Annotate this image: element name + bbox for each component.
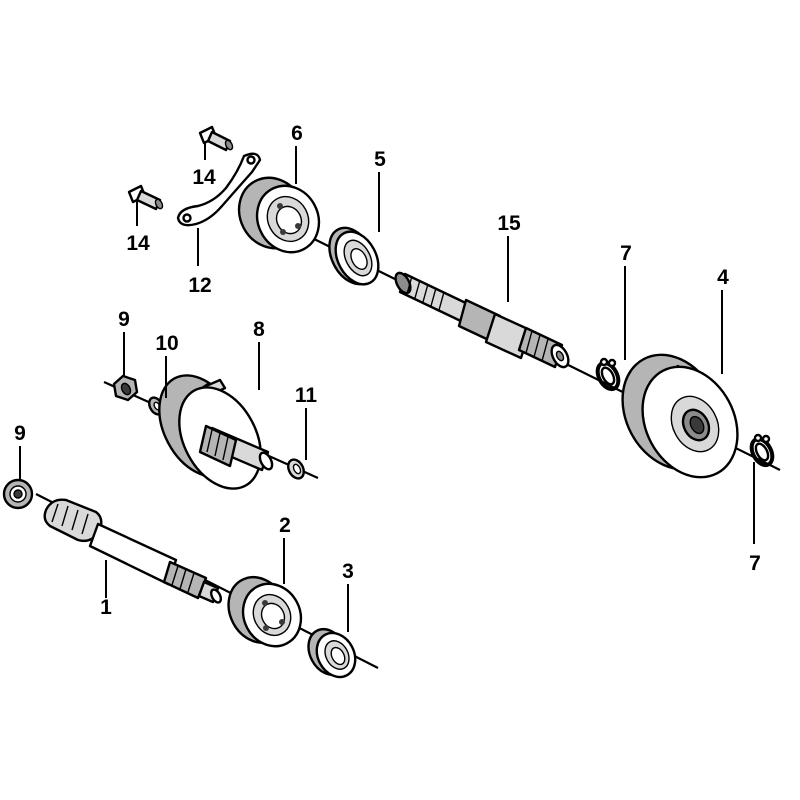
label-part-10: 9 — [118, 308, 130, 331]
label-part-8: 8 — [253, 318, 265, 341]
label-part-13: 12 — [188, 274, 211, 297]
part-3-oil-seal[interactable] — [301, 622, 363, 683]
label-part-15: 15 — [497, 212, 521, 235]
part-12-washer[interactable] — [285, 457, 307, 481]
label-part-6: 6 — [291, 122, 303, 145]
part-6-bearing[interactable] — [227, 166, 331, 263]
label-part-1: 1 — [100, 596, 112, 619]
part-15-splined-shaft[interactable] — [393, 270, 572, 369]
label-part-4: 4 — [717, 266, 729, 289]
part-14-bolt-upper[interactable] — [198, 125, 234, 152]
part-8-drive-gear[interactable] — [143, 361, 277, 502]
part-7-circlip-lower[interactable] — [747, 433, 776, 469]
label-part-5: 5 — [374, 148, 386, 171]
part-13-retaining-plate[interactable] — [176, 152, 262, 227]
part-labels: 6 5 15 7 4 7 14 14 12 9 10 8 11 9 1 2 3 — [14, 122, 761, 619]
label-part-12: 11 — [295, 384, 318, 407]
part-7-circlip-upper[interactable] — [593, 357, 622, 393]
label-part-9: 9 — [14, 422, 26, 445]
part-5-oil-seal[interactable] — [320, 220, 387, 292]
part-2-bearing[interactable] — [217, 567, 311, 657]
part-1-main-shaft[interactable] — [43, 498, 223, 604]
label-part-14-lower: 14 — [126, 232, 150, 255]
part-10-nut[interactable] — [112, 374, 139, 402]
label-part-14-upper: 14 — [192, 166, 216, 189]
part-14-bolt-lower[interactable] — [127, 184, 164, 211]
label-part-2: 2 — [279, 514, 291, 537]
part-9-bearing[interactable] — [2, 478, 34, 510]
label-part-3: 3 — [342, 560, 354, 583]
leader-lines — [19, 142, 755, 632]
part-4-large-gear[interactable] — [603, 337, 756, 493]
label-part-11: 10 — [155, 332, 178, 355]
label-part-7-upper: 7 — [620, 242, 632, 265]
label-part-7-lower: 7 — [749, 552, 761, 575]
